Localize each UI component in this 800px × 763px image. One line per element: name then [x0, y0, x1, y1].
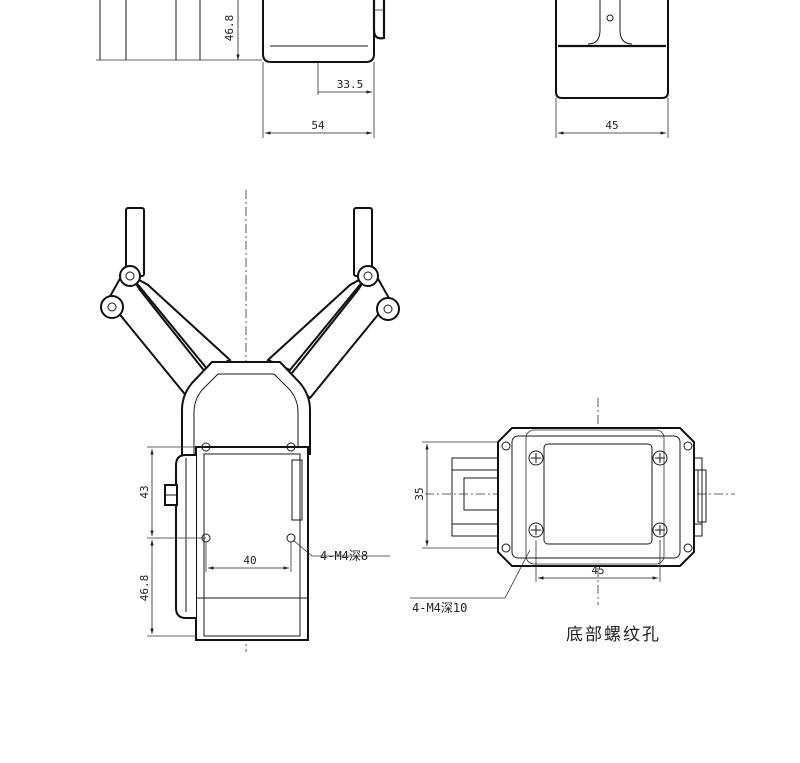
dim-43: 43	[138, 485, 151, 498]
dim-40: 40	[243, 554, 256, 567]
dim-46-8-front: 46.8	[138, 575, 151, 602]
dim-54: 54	[311, 119, 325, 132]
dim-35: 35	[413, 487, 426, 500]
caption: 底部螺纹孔	[566, 625, 661, 645]
top-left-view: 46.8 33.5 54	[96, 0, 386, 138]
dim-33-5: 33.5	[337, 78, 364, 91]
dim-46-8-top: 46.8	[223, 15, 236, 42]
screw-icon	[528, 450, 668, 538]
thread-note-front: 4-M4深8	[320, 549, 368, 563]
bottom-view: 35 45 4-M4深10 底部螺纹孔	[410, 398, 735, 645]
top-right-view: 45	[555, 0, 669, 138]
dim-45-top: 45	[605, 119, 618, 132]
dim-45-bottom: 45	[591, 564, 604, 577]
thread-note-bottom: 4-M4深10	[412, 601, 467, 615]
front-view-gripper: 43 46.8 40 4-M4深8	[100, 190, 400, 652]
